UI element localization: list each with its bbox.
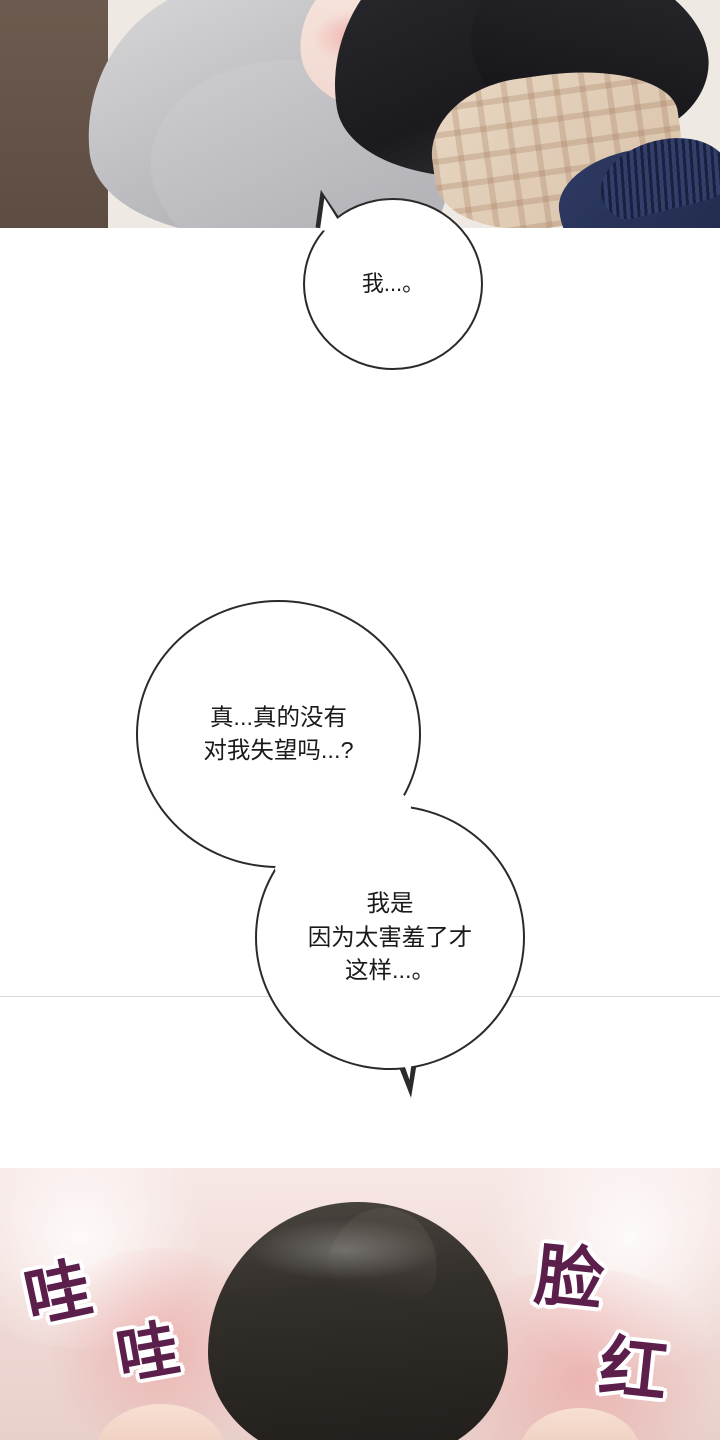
character-hair-shine: [250, 1220, 440, 1280]
comic-panel-bottom: [0, 1168, 720, 1440]
speech-bubble-3-text: 我是 因为太害羞了才 这样...。: [307, 890, 473, 984]
speech-bubble-2-text: 真...真的没有 对我失望吗...?: [203, 703, 354, 763]
speech-bubble-1-text: 我...。: [361, 271, 425, 297]
comic-panel-top: [0, 0, 720, 228]
speech-bubble-3: 我是 因为太害羞了才 这样...。: [255, 805, 525, 1070]
speech-bubble-tail-1-fill: [319, 198, 352, 234]
speech-bubble-1: 我...。: [303, 198, 483, 370]
